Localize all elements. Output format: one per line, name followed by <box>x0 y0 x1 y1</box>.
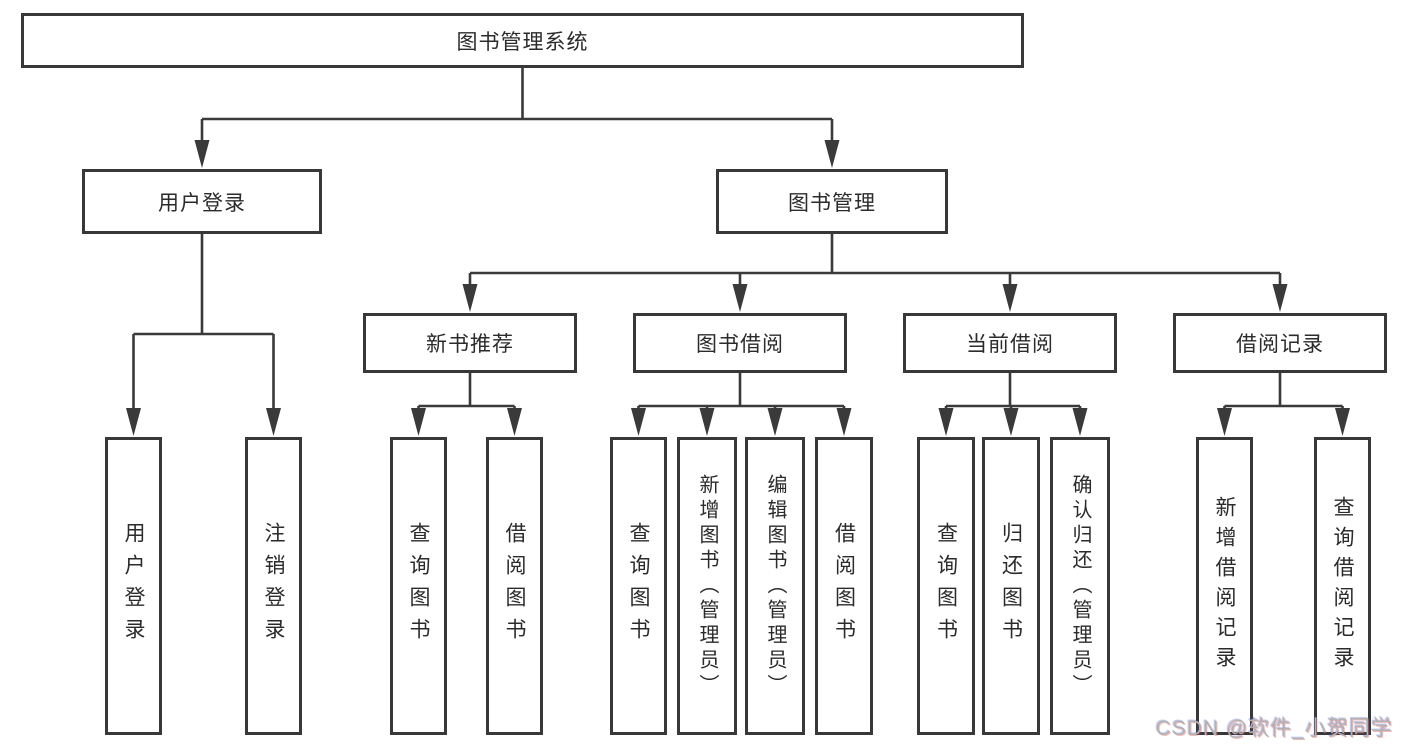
leaf-borrow-query-books-label: 查询图书 <box>627 522 650 650</box>
leaf-borrow-query-books: 查询图书 <box>610 437 667 735</box>
leaf-current-return-books: 归还图书 <box>982 437 1040 735</box>
leaf-logout-label: 注销登录 <box>262 522 285 650</box>
leaf-borrow-edit-books-admin: 编辑图书（管理员） <box>745 437 805 735</box>
leaf-rec-query-books: 查询图书 <box>390 437 447 735</box>
leaf-user-login: 用户登录 <box>105 437 162 735</box>
node-book-mgmt: 图书管理 <box>716 169 948 234</box>
leaf-logout: 注销登录 <box>245 437 302 735</box>
leaf-current-query-books-label: 查询图书 <box>934 522 958 650</box>
leaf-current-confirm-return-admin: 确认归还（管理员） <box>1050 437 1110 735</box>
leaf-record-query: 查询借阅记录 <box>1314 437 1371 735</box>
leaf-record-add: 新增借阅记录 <box>1196 437 1253 735</box>
leaf-rec-borrow-books: 借阅图书 <box>486 437 543 735</box>
leaf-borrow-borrow-books-label: 借阅图书 <box>832 522 856 650</box>
leaf-current-return-books-label: 归还图书 <box>999 522 1023 650</box>
leaf-borrow-edit-books-admin-label: 编辑图书（管理员） <box>764 473 786 699</box>
leaf-current-confirm-return-admin-label: 确认归还（管理员） <box>1069 473 1091 699</box>
leaf-rec-query-books-label: 查询图书 <box>407 522 430 650</box>
node-borrow-record: 借阅记录 <box>1173 313 1387 373</box>
node-current-borrow: 当前借阅 <box>903 313 1117 373</box>
node-user-login: 用户登录 <box>82 169 322 234</box>
leaf-borrow-add-books-admin-label: 新增图书（管理员） <box>696 473 718 699</box>
node-new-book-rec: 新书推荐 <box>363 313 577 373</box>
leaf-current-query-books: 查询图书 <box>917 437 975 735</box>
node-root: 图书管理系统 <box>21 13 1024 68</box>
csdn-watermark: CSDN @软件_小贺同学 <box>1155 717 1393 740</box>
leaf-borrow-borrow-books: 借阅图书 <box>815 437 873 735</box>
leaf-borrow-add-books-admin: 新增图书（管理员） <box>677 437 737 735</box>
node-book-borrow: 图书借阅 <box>633 313 847 373</box>
leaf-user-login-label: 用户登录 <box>122 522 145 650</box>
leaf-record-add-label: 新增借阅记录 <box>1213 496 1236 676</box>
leaf-rec-borrow-books-label: 借阅图书 <box>503 522 526 650</box>
leaf-record-query-label: 查询借阅记录 <box>1331 496 1354 676</box>
